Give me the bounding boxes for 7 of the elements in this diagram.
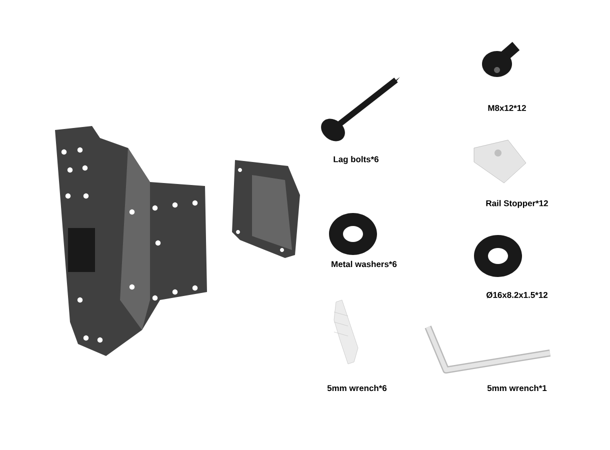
item-label: Ø16x8.2x1.5*12 — [486, 292, 548, 298]
item-label: M8x12*12 — [488, 105, 526, 111]
item-label: 5mm wrench*1 — [487, 384, 547, 392]
item-label: Rail Stopper*12 — [486, 200, 548, 208]
item-label: Lag bolts*6 — [334, 156, 379, 164]
item-label: 5mm wrench*6 — [327, 384, 387, 392]
item-label: Metal washers*6 — [332, 260, 397, 268]
